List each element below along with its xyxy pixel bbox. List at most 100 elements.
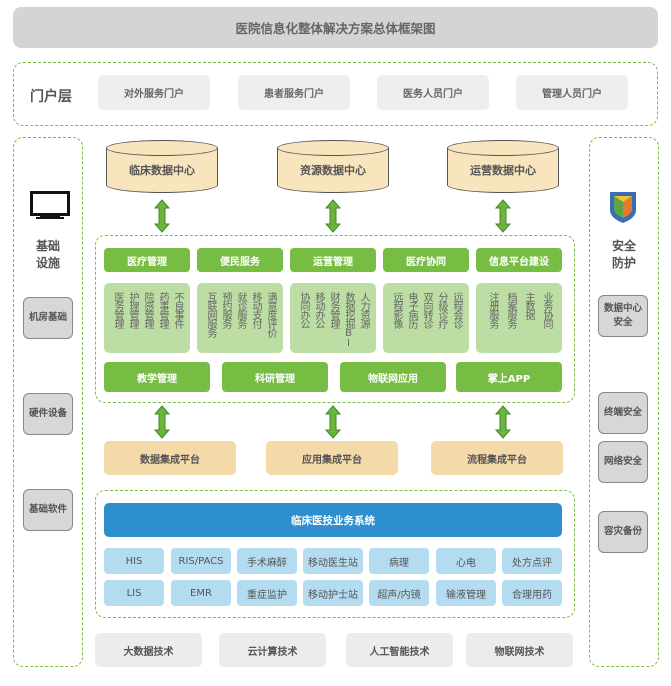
app-module-body: 医务管理 护理管理 院感管理 药事管理 不良事件 — [104, 283, 190, 353]
integration-platform[interactable]: 流程集成平台 — [431, 441, 563, 475]
app-module-item[interactable]: 远程会诊 — [451, 292, 462, 328]
app-module-body: 协同办公 移动办公 财务管理 数据挖掘BI 人力资源 — [290, 283, 376, 353]
security-title: 安全 防护 — [589, 238, 659, 272]
app-module-body: 远程影像 电子病历 双向转诊 分级诊疗 远程会诊 — [383, 283, 469, 353]
double-arrow-icon — [495, 405, 511, 439]
app-module-body: 互联网服务 预约服务 就诊服务 移动支付 满意度评价 — [197, 283, 283, 353]
clinical-system[interactable]: 输液管理 — [436, 580, 496, 606]
security-title-line: 防护 — [611, 256, 636, 270]
data-center-label: 资源数据中心 — [300, 164, 366, 177]
app-module-item[interactable]: 就诊服务 — [235, 292, 246, 328]
app-module-item[interactable]: 预约服务 — [220, 292, 231, 328]
app-row2-item[interactable]: 物联网应用 — [340, 362, 446, 392]
security-title-line: 安全 — [611, 239, 636, 253]
app-module-item[interactable]: 财务管理 — [328, 292, 339, 328]
technology-item[interactable]: 大数据技术 — [95, 633, 202, 667]
clinical-system[interactable]: 移动医生站 — [303, 548, 363, 574]
clinical-system[interactable]: 超声/内镜 — [369, 580, 429, 606]
security-column — [589, 137, 659, 667]
infrastructure-title-line: 设施 — [35, 256, 60, 270]
clinical-system[interactable]: 移动护士站 — [303, 580, 363, 606]
app-row2-item[interactable]: 科研管理 — [222, 362, 328, 392]
app-module-item[interactable]: 医务管理 — [112, 292, 123, 328]
data-center-cylinder[interactable]: 临床数据中心 — [106, 140, 218, 200]
clinical-system[interactable]: 合理用药 — [502, 580, 562, 606]
app-module-item[interactable]: 协同办公 — [298, 292, 309, 328]
data-center-label: 临床数据中心 — [129, 164, 195, 177]
technology-item[interactable]: 物联网技术 — [466, 633, 573, 667]
app-module-item[interactable]: 分级诊疗 — [436, 292, 447, 328]
clinical-system[interactable]: HIS — [104, 548, 164, 574]
infrastructure-item[interactable]: 硬件设备 — [23, 393, 73, 435]
infrastructure-item[interactable]: 机房基础 — [23, 297, 73, 339]
clinical-system[interactable]: RIS/PACS — [171, 548, 231, 574]
app-module-item[interactable]: 主数据 — [523, 292, 534, 319]
clinical-layer — [95, 490, 575, 618]
app-module-header[interactable]: 信息平台建设 — [476, 248, 562, 272]
app-module-item[interactable]: 远程影像 — [391, 292, 402, 328]
app-row2-item[interactable]: 教学管理 — [104, 362, 210, 392]
infrastructure-column — [13, 137, 83, 667]
page-title: 医院信息化整体解决方案总体框架图 — [13, 7, 658, 48]
app-module-item[interactable]: 互联网服务 — [205, 292, 216, 337]
app-module-item[interactable]: 不良事件 — [172, 292, 183, 328]
security-item[interactable]: 数据中心安全 — [598, 295, 648, 337]
data-center-label: 运营数据中心 — [470, 164, 536, 177]
cylinder-top — [447, 140, 559, 156]
app-module-header[interactable]: 便民服务 — [197, 248, 283, 272]
double-arrow-icon — [154, 405, 170, 439]
double-arrow-icon — [154, 199, 170, 233]
clinical-system[interactable]: 心电 — [436, 548, 496, 574]
shield-icon — [610, 192, 636, 223]
portal-item[interactable]: 管理人员门户 — [516, 75, 628, 110]
app-module-item[interactable]: 数据挖掘BI — [343, 292, 354, 348]
monitor-icon — [30, 191, 70, 219]
application-layer — [95, 235, 575, 403]
integration-platform[interactable]: 应用集成平台 — [266, 441, 398, 475]
portal-item[interactable]: 医务人员门户 — [377, 75, 489, 110]
app-module-item[interactable]: 注册服务 — [487, 292, 498, 328]
security-item[interactable]: 终端安全 — [598, 392, 648, 434]
clinical-system[interactable]: EMR — [171, 580, 231, 606]
infrastructure-title: 基础 设施 — [13, 238, 83, 272]
double-arrow-icon — [495, 199, 511, 233]
technology-item[interactable]: 人工智能技术 — [346, 633, 453, 667]
security-item[interactable]: 容灾备份 — [598, 511, 648, 553]
app-module-header[interactable]: 运营管理 — [290, 248, 376, 272]
app-module-item[interactable]: 满意度评价 — [265, 292, 276, 337]
data-center-cylinder[interactable]: 运营数据中心 — [447, 140, 559, 200]
clinical-systems-header[interactable]: 临床医技业务系统 — [104, 503, 562, 537]
app-module-item[interactable]: 移动办公 — [313, 292, 324, 328]
app-module-item[interactable]: 院感管理 — [142, 292, 153, 328]
app-row2-item[interactable]: 掌上APP — [456, 362, 562, 392]
data-center-cylinder[interactable]: 资源数据中心 — [277, 140, 389, 200]
app-module-item[interactable]: 档案服务 — [505, 292, 516, 328]
app-module-item[interactable]: 药事管理 — [157, 292, 168, 328]
double-arrow-icon — [325, 199, 341, 233]
infrastructure-item[interactable]: 基础软件 — [23, 489, 73, 531]
integration-platform[interactable]: 数据集成平台 — [104, 441, 236, 475]
app-module-item[interactable]: 护理管理 — [127, 292, 138, 328]
clinical-system[interactable]: 重症监护 — [237, 580, 297, 606]
infrastructure-title-line: 基础 — [35, 239, 60, 253]
app-module-header[interactable]: 医疗协同 — [383, 248, 469, 272]
app-module-item[interactable]: 移动支付 — [250, 292, 261, 328]
app-module-item[interactable]: 电子病历 — [406, 292, 417, 328]
clinical-system[interactable]: 病理 — [369, 548, 429, 574]
clinical-system[interactable]: 手术麻醉 — [237, 548, 297, 574]
portal-item[interactable]: 对外服务门户 — [98, 75, 210, 110]
cylinder-top — [106, 140, 218, 156]
app-module-item[interactable]: 业务协同 — [541, 292, 552, 328]
technology-item[interactable]: 云计算技术 — [219, 633, 326, 667]
portal-layer — [13, 62, 658, 126]
portal-item[interactable]: 患者服务门户 — [238, 75, 350, 110]
clinical-system[interactable]: LIS — [104, 580, 164, 606]
security-item[interactable]: 网络安全 — [598, 441, 648, 483]
app-module-item[interactable]: 双向转诊 — [421, 292, 432, 328]
app-module-header[interactable]: 医疗管理 — [104, 248, 190, 272]
cylinder-top — [277, 140, 389, 156]
portal-layer-label: 门户层 — [30, 89, 72, 105]
app-module-item[interactable]: 人力资源 — [358, 292, 369, 328]
clinical-system[interactable]: 处方点评 — [502, 548, 562, 574]
double-arrow-icon — [325, 405, 341, 439]
